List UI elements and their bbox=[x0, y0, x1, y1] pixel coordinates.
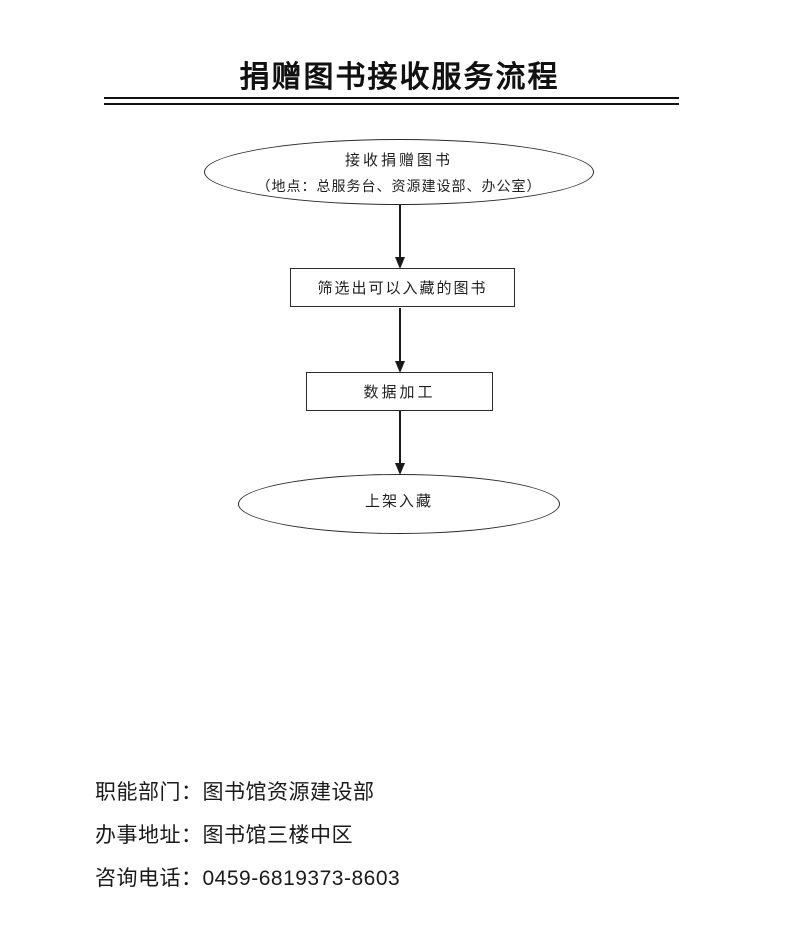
arrow-head-icon bbox=[395, 361, 405, 373]
flow-start-location: （地点：总服务台、资源建设部、办公室） bbox=[256, 179, 542, 195]
flow-step1-label: 筛选出可以入藏的图书 bbox=[317, 281, 488, 297]
flow-node-end: 上架入藏 bbox=[238, 474, 560, 534]
contact-phone-line: 咨询电话：0459-6819373-8603 bbox=[95, 867, 401, 890]
contact-info: 职能部门：图书馆资源建设部 办事地址：图书馆三楼中区 咨询电话：0459-681… bbox=[95, 771, 400, 900]
arrow-shaft bbox=[399, 308, 401, 361]
title-double-rule bbox=[104, 97, 679, 105]
page-title: 捐赠图书接收服务流程 bbox=[239, 61, 560, 94]
arrow-down-2 bbox=[394, 308, 406, 373]
flow-node-start: 接收捐赠图书 （地点：总服务台、资源建设部、办公室） bbox=[204, 139, 594, 205]
flow-node-screen-books: 筛选出可以入藏的图书 bbox=[290, 268, 515, 307]
contact-department-line: 职能部门：图书馆资源建设部 bbox=[95, 781, 375, 804]
arrow-down-3 bbox=[394, 411, 406, 475]
flow-node-data-processing: 数据加工 bbox=[306, 372, 493, 411]
flow-start-label: 接收捐赠图书 bbox=[344, 152, 453, 169]
contact-address-line: 办事地址：图书馆三楼中区 bbox=[95, 824, 353, 847]
arrow-head-icon bbox=[395, 463, 405, 475]
flow-end-label: 上架入藏 bbox=[364, 493, 433, 510]
flow-step2-label: 数据加工 bbox=[363, 385, 436, 401]
arrow-head-icon bbox=[395, 257, 405, 269]
arrow-down-1 bbox=[394, 205, 406, 269]
arrow-shaft bbox=[399, 205, 401, 257]
arrow-shaft bbox=[399, 411, 401, 463]
